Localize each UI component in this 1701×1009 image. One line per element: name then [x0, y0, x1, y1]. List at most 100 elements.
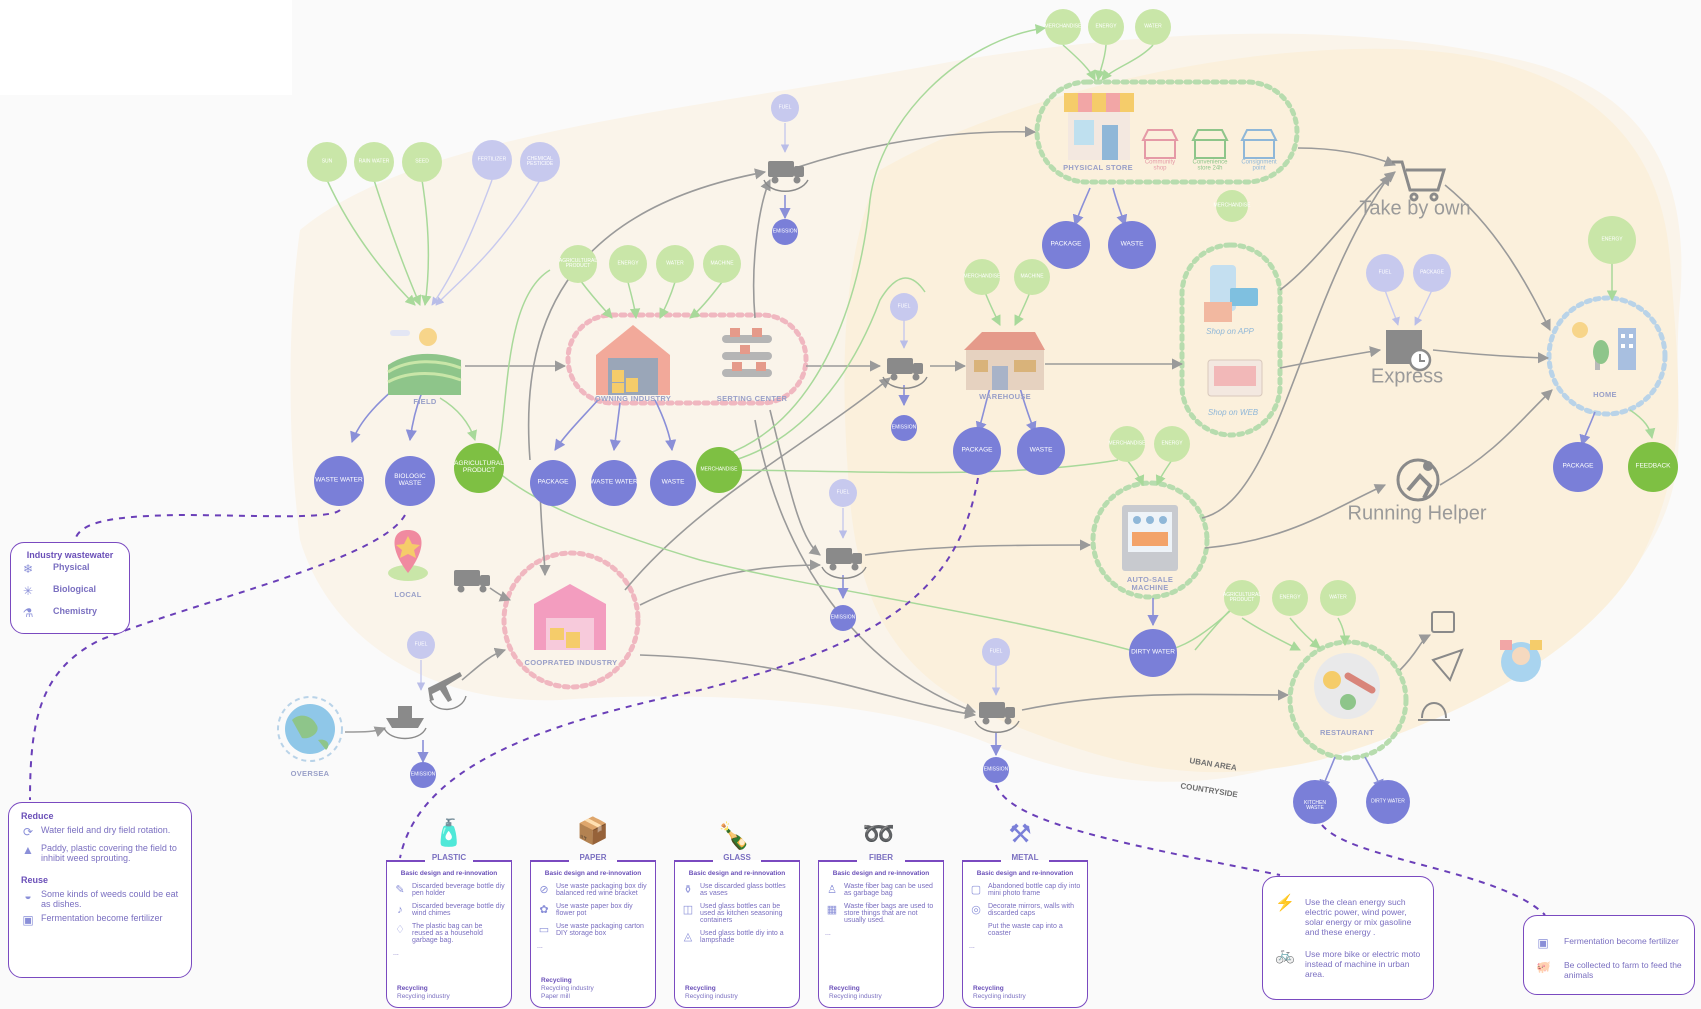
cooprated-industry-icon: [534, 584, 606, 650]
cooprated-industry-label: COOPRATED INDUSTRY: [524, 658, 618, 668]
glass-item-3-text: Used glass bottle diy into a lampshade: [700, 930, 784, 944]
home-fuel-circle: [1366, 254, 1404, 292]
flow-coop-truck-upper: [624, 377, 891, 591]
green-agri-seed: [494, 269, 551, 466]
plastic-recycling-title: Recycling: [397, 984, 428, 992]
home-fuel-label: FUEL: [1378, 269, 1392, 276]
seed-circle: [402, 142, 442, 182]
store-waste-label: WASTE: [1120, 240, 1144, 248]
warehouse-inputs: [964, 259, 1050, 295]
auto-sale-ring: [1090, 480, 1210, 600]
globe-icon: [277, 696, 343, 762]
reduce-row-2: ▲Paddy, plastic covering the field to in…: [21, 843, 179, 863]
bowl-icon: ◒: [24, 889, 32, 903]
physical-store-label: PHYSICAL STORE: [1063, 163, 1133, 173]
fuel-label-4: FUEL: [414, 641, 428, 648]
glass-title: GLASS: [723, 853, 751, 862]
convenience-store-label: Convenience store 24h: [1192, 159, 1228, 172]
warehouse-machine-label: MACHINE: [1020, 273, 1044, 280]
paper-item-2: ✿Use waste paper box diy flower pot: [537, 903, 649, 917]
convenience-store-icon: [1191, 129, 1229, 159]
out-field-bio: [405, 391, 423, 442]
storage-box-icon: ▭: [538, 924, 550, 936]
storage-basket-icon: ▦: [826, 904, 838, 916]
store-water-label: WATER: [1144, 23, 1162, 30]
rain-water-label: RAIN WATER: [358, 158, 390, 165]
fertilizer-label: FERTILIZER: [477, 156, 507, 163]
bottle-cap-icon: ◎: [971, 904, 981, 916]
metal-recycling-title: Recycling: [973, 984, 1004, 992]
home-package-label: PACKAGE: [1420, 269, 1444, 276]
glass-item-1-text: Use discarded glass bottles as vases: [700, 883, 786, 897]
bottle-icon: 🧴: [432, 817, 466, 848]
reuse-item-1: Some kinds of weeds could be eat as dish…: [41, 889, 179, 909]
online-shop-group: [1179, 242, 1283, 438]
flow-serting-truck-top: [752, 178, 771, 319]
flow-coop-truck-mid: [639, 559, 822, 606]
industry-legend-title: Industry wastewater: [26, 550, 114, 560]
flow-auto-takebyown: [1201, 174, 1391, 519]
plastic-item-1-text: Discarded beverage bottle diy pen holder: [412, 883, 505, 897]
green-energy-restaurant: [1289, 617, 1321, 649]
biologic-waste-label: BIOLOGIC WASTE: [394, 473, 426, 487]
green-merch-store: [1062, 44, 1096, 81]
plastic-title: PLASTIC: [431, 853, 467, 862]
rotate-icon: ⟳: [22, 825, 34, 839]
express-box-icon: [1386, 330, 1432, 372]
fiber-item-2: ▦Waste fiber bags are used to store thin…: [825, 903, 937, 924]
reduce-item-2: Paddy, plastic covering the field to inh…: [41, 843, 177, 863]
auto-merch-label: MERCHANDISE: [1108, 440, 1146, 447]
fiber-recycling-title: Recycling: [829, 984, 860, 992]
owning-industry-label: OWNING INDUSTRY: [594, 394, 672, 404]
paper-item-3-text: Use waste packaging carton DIY storage b…: [556, 923, 644, 937]
auto-energy-label: ENERGY: [1161, 440, 1183, 447]
flow-plane-coop: [461, 647, 507, 681]
chemical-pesticide-circle: [520, 142, 560, 182]
green-water-store: [1101, 44, 1154, 81]
legend-row-chemistry: ⚗Chemistry: [21, 606, 119, 620]
ship-icon: [386, 706, 424, 728]
metal-title: METAL: [1011, 853, 1039, 862]
auto-sale-machine-label: AUTO-SALE MACHINE: [1126, 575, 1174, 592]
dash-wastewater-legend: [74, 509, 341, 541]
warehouse-label: WAREHOUSE: [979, 392, 1031, 402]
restaurant-inputs: [1224, 580, 1356, 616]
plastic-item-3: ♢The plastic bag can be reused as a hous…: [393, 923, 505, 944]
green-agri-owning: [579, 279, 613, 319]
green-machine-warehouse: [1014, 291, 1031, 326]
owning-waste-label: WASTE: [661, 478, 685, 486]
fiber-title: FIBER: [869, 853, 893, 862]
glass-card: GLASS Basic design and re-innovation ⚱Us…: [674, 853, 800, 1008]
physical-store-group: [1034, 79, 1300, 185]
out-store-waste: [1112, 187, 1128, 227]
out-owning-wastewater: [609, 402, 621, 452]
fuel-label-3: FUEL: [836, 489, 850, 496]
green-merch-warehouse: [984, 291, 1001, 326]
green-machine-owning: [689, 281, 723, 319]
glass-item-2: ◫Used glass bottles can be used as kitch…: [681, 903, 793, 924]
field-icon: [387, 328, 462, 395]
field-waste-water-label: WASTE WATER: [315, 476, 363, 484]
truck-icon-1: [768, 161, 804, 184]
restaurant-label: RESTAURANT: [1319, 728, 1375, 738]
green-agri-restaurant: [1241, 617, 1301, 651]
fiber-knot-icon: ➿: [862, 818, 896, 849]
kitchen-item-1: Fermentation become fertilizer: [1564, 936, 1679, 946]
reuse-title: Reuse: [21, 875, 49, 885]
glass-recycling-1: Recycling industry: [685, 992, 738, 1000]
paper-item-2-text: Use waste paper box diy flower pot: [556, 903, 633, 917]
consignment-point-label: Consignment point: [1241, 159, 1277, 172]
green-field-agri: [439, 397, 477, 441]
output-circles: [314, 221, 1678, 824]
energy-item-2: Use more bike or electric moto instead o…: [1305, 949, 1421, 979]
community-shop-icon: [1141, 129, 1179, 159]
owning-water-label: WATER: [666, 260, 684, 267]
plastic-card: PLASTIC Basic design and re-innovation ✎…: [386, 853, 512, 1008]
fertilizer-sack-icon: ▣: [1537, 936, 1549, 950]
customer-icon: [1500, 640, 1542, 682]
owning-inputs: [559, 245, 741, 283]
